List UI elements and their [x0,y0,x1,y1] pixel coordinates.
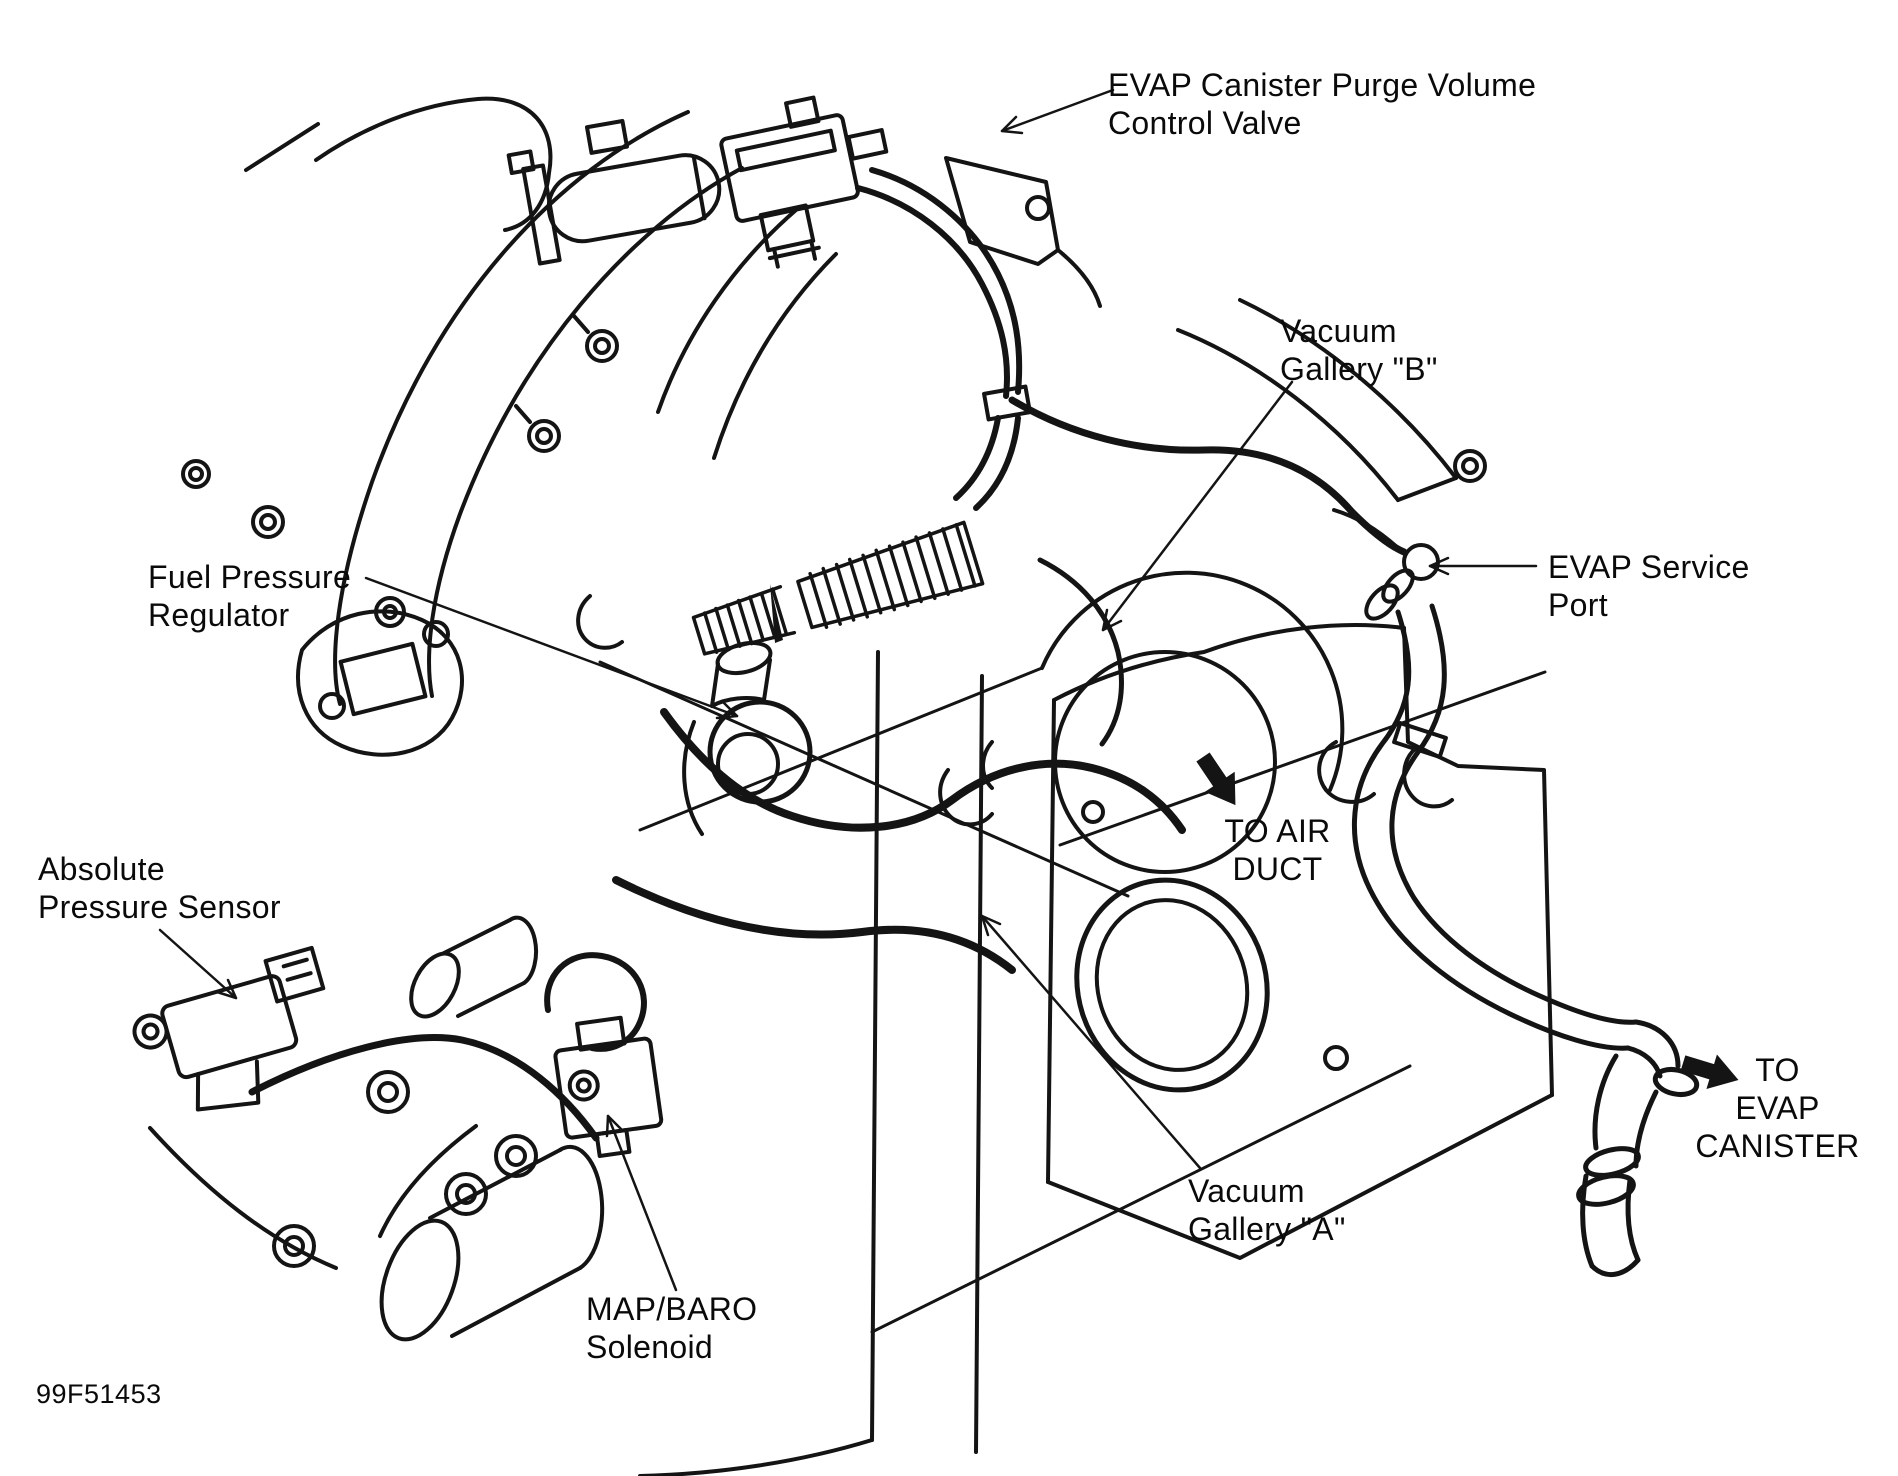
label-evap-service-port: EVAP Service Port [1548,548,1750,624]
label-vacuum-gallery-b: Vacuum Gallery "B" [1280,312,1438,388]
label-map-baro-solenoid: MAP/BARO Solenoid [586,1290,757,1366]
evap-canister-hose [1352,603,1700,1277]
label-line: Control Valve [1108,105,1302,141]
upper-right-bracket [1176,298,1487,502]
leader-abs-sensor [158,928,238,1000]
to-air-duct-arrow [1196,752,1236,806]
label-line: MAP/BARO [586,1291,758,1327]
to-evap-canister-arrow [1680,1054,1739,1089]
air-cleaner-panel [1046,623,1554,1260]
label-line: CANISTER [1695,1128,1860,1164]
label-line: Absolute [38,851,165,887]
inlet-resonator-cylinder [506,119,722,266]
intake-manifold-runners [181,96,838,757]
label-to-air-duct: TO AIR DUCT [1175,812,1380,888]
corrugated-tube [691,520,985,656]
label-vacuum-gallery-a: Vacuum Gallery "A" [1188,1172,1346,1248]
leader-gallery-b [1101,380,1294,632]
label-line: Gallery "B" [1280,351,1438,387]
leader-fuel-regulator [364,576,739,720]
label-line: Fuel Pressure [148,559,352,595]
label-purge-control-valve: EVAP Canister Purge Volume Control Valve [1108,66,1536,142]
label-line: Gallery "A" [1188,1211,1346,1247]
label-fuel-pressure-regulator: Fuel Pressure Regulator [148,558,351,634]
label-line: EVAP Canister Purge Volume [1108,67,1537,103]
leader-purge-valve [1000,88,1115,135]
figure-code: 99F51453 [36,1379,162,1409]
flow-arrows [1196,752,1739,1089]
label-line: EVAP [1735,1090,1820,1126]
leader-lines [158,88,1538,1292]
label-line: Solenoid [586,1329,713,1365]
label-absolute-pressure-sensor: Absolute Pressure Sensor [38,850,281,926]
label-line: TO [1755,1052,1800,1088]
leader-service-port [1428,556,1538,576]
label-line: Pressure Sensor [38,889,281,925]
label-line: DUCT [1232,851,1323,887]
label-to-evap-canister: TO EVAP CANISTER [1670,1051,1885,1165]
purge-valve-hoses [855,167,1408,556]
label-line: TO AIR [1224,813,1331,849]
center-strip-panel [638,650,984,1476]
lower-left-hardware [148,915,605,1342]
label-line: Port [1548,587,1608,623]
label-line: Vacuum [1188,1173,1305,1209]
leader-map-baro [605,1114,678,1292]
map-baro-solenoid [544,952,664,1158]
label-line: Regulator [148,597,290,633]
absolute-pressure-sensor [132,945,600,1142]
center-diagonals [598,660,1547,1334]
label-line: EVAP Service [1548,549,1750,585]
vacuum-gallery-hoses [612,557,1454,974]
leader-gallery-a [980,914,1202,1170]
label-line: Vacuum [1280,313,1397,349]
purge-control-valve [506,95,1102,308]
evap-service-port [1332,508,1440,621]
